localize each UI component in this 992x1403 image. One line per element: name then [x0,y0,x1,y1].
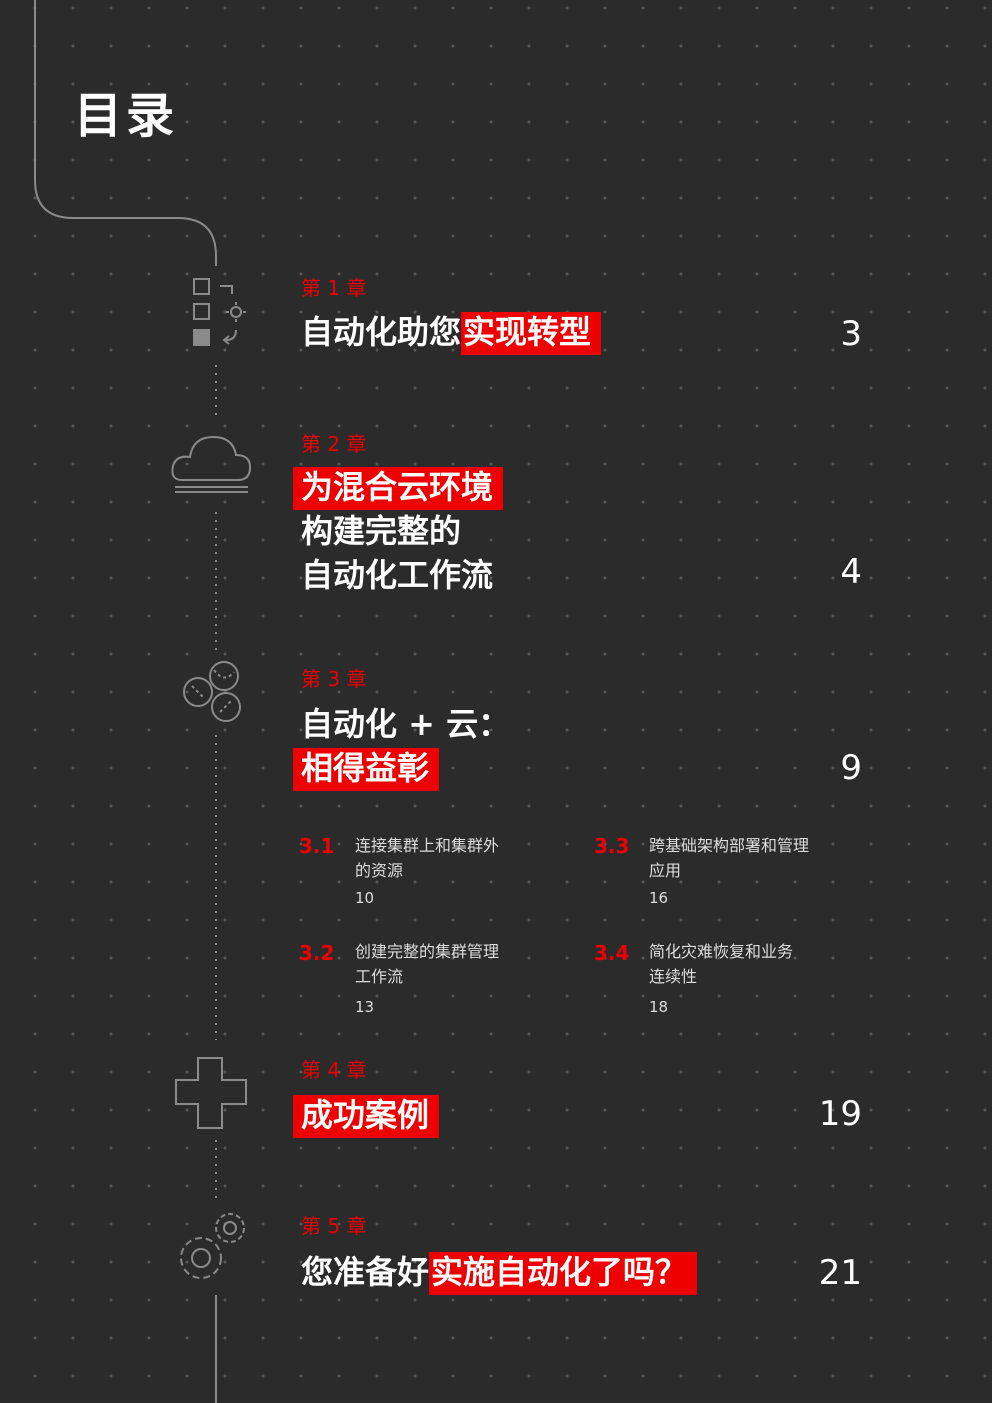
plus-icon [175,1057,247,1129]
chapter-5-title[interactable]: 您准备好实施自动化了吗？ [301,1250,698,1295]
chapter-2-title-line3: 自动化工作流 [301,556,494,594]
chapter-2-label: 第 2 章 [301,432,367,456]
chapter-2-title-highlight: 为混合云环境 [293,467,504,510]
section-3-4-number: 3.4 [594,941,630,965]
chapter-1-title[interactable]: 自动化助您实现转型 [301,310,602,355]
chapter-5-title-highlight: 实施自动化了吗？ [429,1252,698,1295]
chapter-3-label: 第 3 章 [301,667,367,691]
chapter-5-label: 第 5 章 [301,1214,367,1238]
section-3-1-title[interactable]: 连接集群上和集群外的资源 [355,836,500,880]
chapter-4-title-highlight: 成功案例 [293,1095,440,1138]
chapter-5-title-plain: 您准备好 [301,1253,430,1291]
chapter-4-label: 第 4 章 [301,1058,367,1082]
section-3-4-title[interactable]: 简化灾难恢复和业务连续性 [649,942,794,986]
section-3-3-page[interactable]: 16 [649,889,669,907]
chapter-4-page[interactable]: 19 [818,1094,862,1134]
automation-workflow-icon [193,278,246,346]
chapter-3-title[interactable]: 自动化 + 云： 相得益彰 [293,702,511,791]
chapter-1-page[interactable]: 3 [840,314,862,354]
section-3-2-page[interactable]: 13 [355,998,375,1016]
chapter-5-page[interactable]: 21 [818,1253,862,1293]
chapter-3-title-highlight: 相得益彰 [293,748,440,791]
section-3-3-title[interactable]: 跨基础架构部署和管理应用 [649,836,810,880]
page-title: 目录 [74,88,179,144]
chapter-2-page[interactable]: 4 [840,552,862,592]
section-3-1-page[interactable]: 10 [355,889,375,907]
section-3-2-number: 3.2 [299,941,335,965]
section-3-1-number: 3.1 [299,834,335,858]
timeline-line [34,0,217,266]
chapter-2-title[interactable]: 为混合云环境 构建完整的 自动化工作流 [293,465,504,597]
chapter-2-title-line2: 构建完整的 [301,512,462,550]
chapter-1-title-plain: 自动化助您 [301,313,462,351]
section-3-4-page[interactable]: 18 [649,998,669,1016]
chapter-4-title[interactable]: 成功案例 [293,1093,440,1138]
circles-icon [183,661,241,722]
section-3-3-number: 3.3 [594,834,630,858]
chapter-1-title-highlight: 实现转型 [461,312,602,355]
cloud-icon [171,435,252,493]
chapter-3-title-line1: 自动化 + 云： [301,705,511,743]
section-3-2-title[interactable]: 创建完整的集群管理工作流 [355,942,500,986]
gears-icon [180,1213,245,1279]
chapter-3-page[interactable]: 9 [840,748,862,788]
chapter-1-label: 第 1 章 [301,276,367,300]
